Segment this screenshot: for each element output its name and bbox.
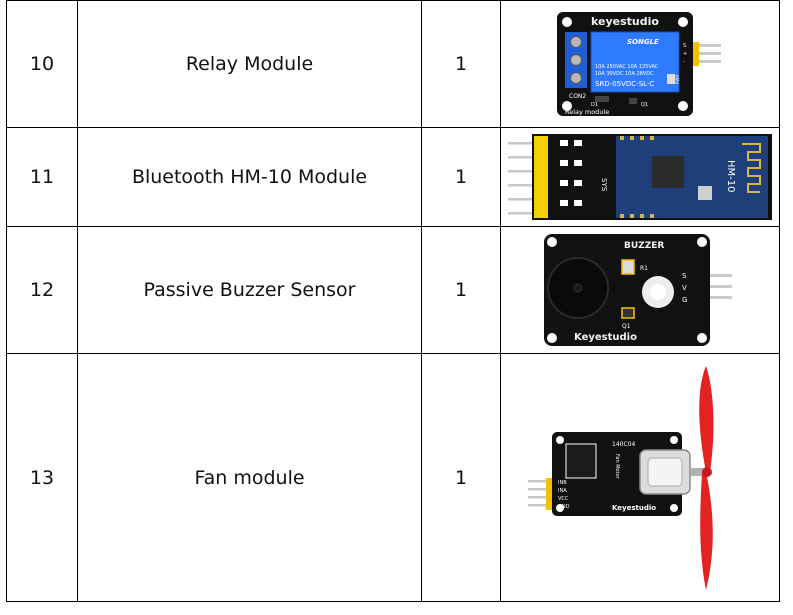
brand-label: keyestudio — [591, 15, 659, 28]
item-quantity: 1 — [421, 0, 501, 128]
item-name: Bluetooth HM-10 Module — [77, 127, 422, 227]
svg-text:SYS: SYS — [600, 178, 608, 192]
item-quantity: 1 — [421, 127, 501, 227]
board-label: Relay module — [565, 108, 609, 116]
fan-module-image: 140C04 Fan Motor INB INA VCC GND Keyestu… — [528, 365, 714, 590]
svg-text:V: V — [682, 284, 687, 292]
parts-table: 10 Relay Module 1 keyestudio — [6, 0, 780, 602]
item-number: 10 — [6, 0, 78, 128]
item-quantity: 1 — [421, 353, 501, 602]
svg-text:R1: R1 — [640, 265, 648, 272]
svg-text:D1: D1 — [591, 102, 598, 108]
svg-text:PWR: PWR — [675, 75, 680, 84]
svg-text:-: - — [683, 59, 685, 65]
svg-text:CON2: CON2 — [569, 93, 586, 100]
svg-text:10A 30VDC 10A 28VDC: 10A 30VDC 10A 28VDC — [595, 71, 654, 77]
item-image-cell: keyestudio CON2 SONGLE 10A 250VAC 10A 12… — [500, 0, 780, 128]
item-quantity: 1 — [421, 226, 501, 354]
item-name: Relay Module — [77, 0, 422, 128]
svg-text:INB: INB — [558, 480, 567, 486]
relay-module-image: keyestudio CON2 SONGLE 10A 250VAC 10A 12… — [557, 12, 721, 116]
propeller-blade — [699, 365, 714, 472]
svg-text:INA: INA — [558, 488, 567, 494]
svg-text:SONGLE: SONGLE — [627, 38, 659, 46]
brand-label: Keyestudio — [574, 332, 637, 343]
item-number: 11 — [6, 127, 78, 227]
driver-chip — [565, 443, 597, 478]
svg-text:SRD-05VDC-SL-C: SRD-05VDC-SL-C — [595, 80, 654, 88]
item-number: 13 — [6, 353, 78, 602]
item-image-cell: 140C04 Fan Motor INB INA VCC GND Keyestu… — [500, 353, 780, 602]
pin-header — [508, 142, 534, 215]
svg-text:+: + — [683, 51, 687, 57]
item-image-cell: BUZZER R1 Q1 S V G Keyestudio — [500, 226, 780, 354]
svg-text:Fan Motor: Fan Motor — [614, 454, 620, 480]
table-row: 10 Relay Module 1 keyestudio — [6, 0, 780, 128]
pin-header — [528, 477, 556, 510]
module-label: HM-10 — [725, 160, 736, 192]
item-name: Passive Buzzer Sensor — [77, 226, 422, 354]
svg-text:VCC: VCC — [558, 496, 569, 502]
svg-text:S: S — [682, 272, 687, 280]
brand-label: Keyestudio — [612, 504, 656, 512]
svg-text:Q1: Q1 — [641, 102, 648, 108]
buzzer-module-image: BUZZER R1 Q1 S V G Keyestudio — [544, 234, 732, 346]
table-row: 11 Bluetooth HM-10 Module 1 — [6, 127, 780, 227]
propeller-blade — [700, 471, 713, 590]
item-number: 12 — [6, 226, 78, 354]
antenna-trace — [742, 143, 761, 193]
svg-text:140C04: 140C04 — [612, 441, 635, 448]
svg-text:10A 250VAC 10A 125VAC: 10A 250VAC 10A 125VAC — [595, 64, 659, 70]
bluetooth-module-image: SYS HM-10 — [508, 134, 772, 220]
hm10-board — [616, 136, 768, 218]
svg-text:G: G — [682, 296, 687, 304]
svg-text:GND: GND — [558, 504, 570, 510]
item-name: Fan module — [77, 353, 422, 602]
chip — [652, 156, 684, 188]
relay-component — [590, 31, 680, 93]
svg-text:S: S — [683, 43, 686, 49]
buzzer-title: BUZZER — [624, 241, 664, 251]
table-row: 12 Passive Buzzer Sensor 1 BUZZER — [6, 226, 780, 354]
svg-text:Q1: Q1 — [622, 323, 631, 330]
table-row: 13 Fan module 1 140C04 — [6, 353, 780, 602]
item-image-cell: SYS HM-10 — [500, 127, 780, 227]
